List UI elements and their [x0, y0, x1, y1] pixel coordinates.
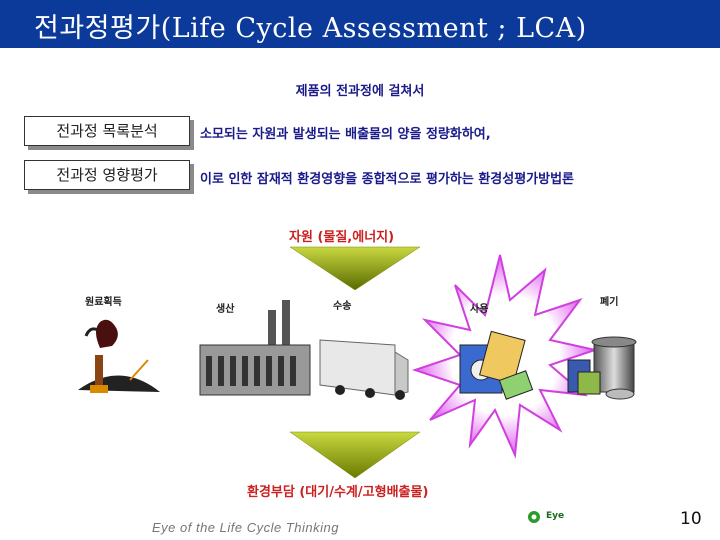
output-arrow: [290, 432, 420, 478]
stage-transport: 수송: [333, 297, 351, 312]
footer-tagline: Eye of the Life Cycle Thinking: [152, 520, 339, 535]
truck-icon: [320, 340, 408, 400]
stage-production: 생산: [216, 300, 234, 315]
stage-raw-material: 원료획득: [85, 293, 122, 308]
output-label: 환경부담 (대기/수계/고형배출물): [247, 481, 428, 500]
eye-logo-icon: [528, 511, 540, 523]
input-arrow: [290, 247, 420, 290]
stage-use: 사용: [470, 300, 488, 315]
logo-text: Eye: [546, 511, 564, 521]
stage-disposal: 폐기: [600, 293, 618, 308]
raw-material-icon: [78, 320, 160, 393]
page-number: 10: [680, 509, 702, 529]
